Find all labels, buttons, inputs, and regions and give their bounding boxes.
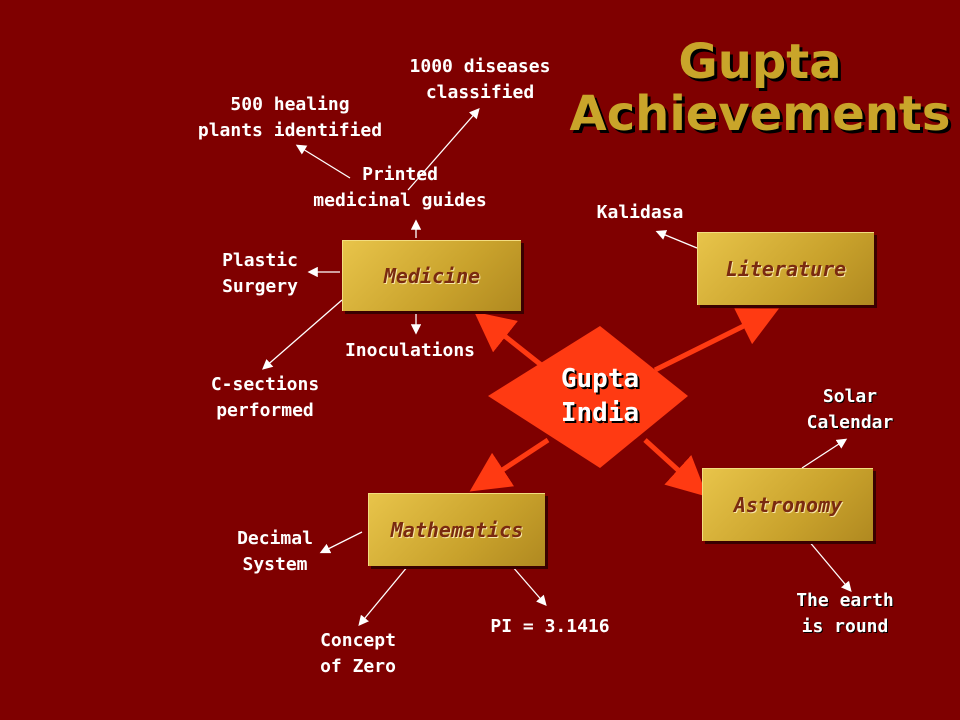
label-solar-calendar: Solar Calendar <box>806 386 894 433</box>
connector-medicine <box>474 311 547 370</box>
title-line-2: Achievements <box>569 86 951 142</box>
label-pi: PI = 3.1416 <box>490 616 610 637</box>
slide-title: Gupta Achievements <box>560 36 960 140</box>
arrow-diseases <box>407 108 480 191</box>
center-label: Gupta India <box>560 364 640 428</box>
label-plants: 500 healing plants identified <box>197 94 383 141</box>
arrow-plants <box>295 144 351 179</box>
label-diseases: 1000 diseases classified <box>409 56 551 103</box>
arrow-earth <box>807 539 852 592</box>
astronomy-box: Astronomy <box>702 468 873 541</box>
arrow-zero <box>358 565 409 627</box>
literature-box: Literature <box>697 232 874 305</box>
label-inoculations: Inoculations <box>344 340 476 361</box>
connector-literature <box>653 308 779 373</box>
title-line-1: Gupta <box>678 34 842 90</box>
arrow-decimal <box>319 531 363 554</box>
arrow-solar <box>801 438 848 469</box>
medicine-box: Medicine <box>342 240 521 311</box>
arrow-kalidasa <box>655 230 698 249</box>
connector-mathematics <box>469 437 550 492</box>
label-earth-round: The earth is round <box>796 590 894 637</box>
label-decimal-system: Decimal System <box>237 528 313 575</box>
label-plastic-surgery: Plastic Surgery <box>222 250 298 297</box>
label-csections: C-sections performed <box>210 374 320 421</box>
arrow-csections <box>262 299 343 370</box>
label-kalidasa: Kalidasa <box>596 202 684 223</box>
label-guides: Printed medicinal guides <box>313 164 487 211</box>
arrow-pi <box>511 565 547 606</box>
mathematics-box: Mathematics <box>368 493 545 566</box>
connector-astronomy <box>643 438 708 497</box>
label-concept-zero: Concept of Zero <box>320 630 396 677</box>
center-diamond <box>488 326 688 468</box>
